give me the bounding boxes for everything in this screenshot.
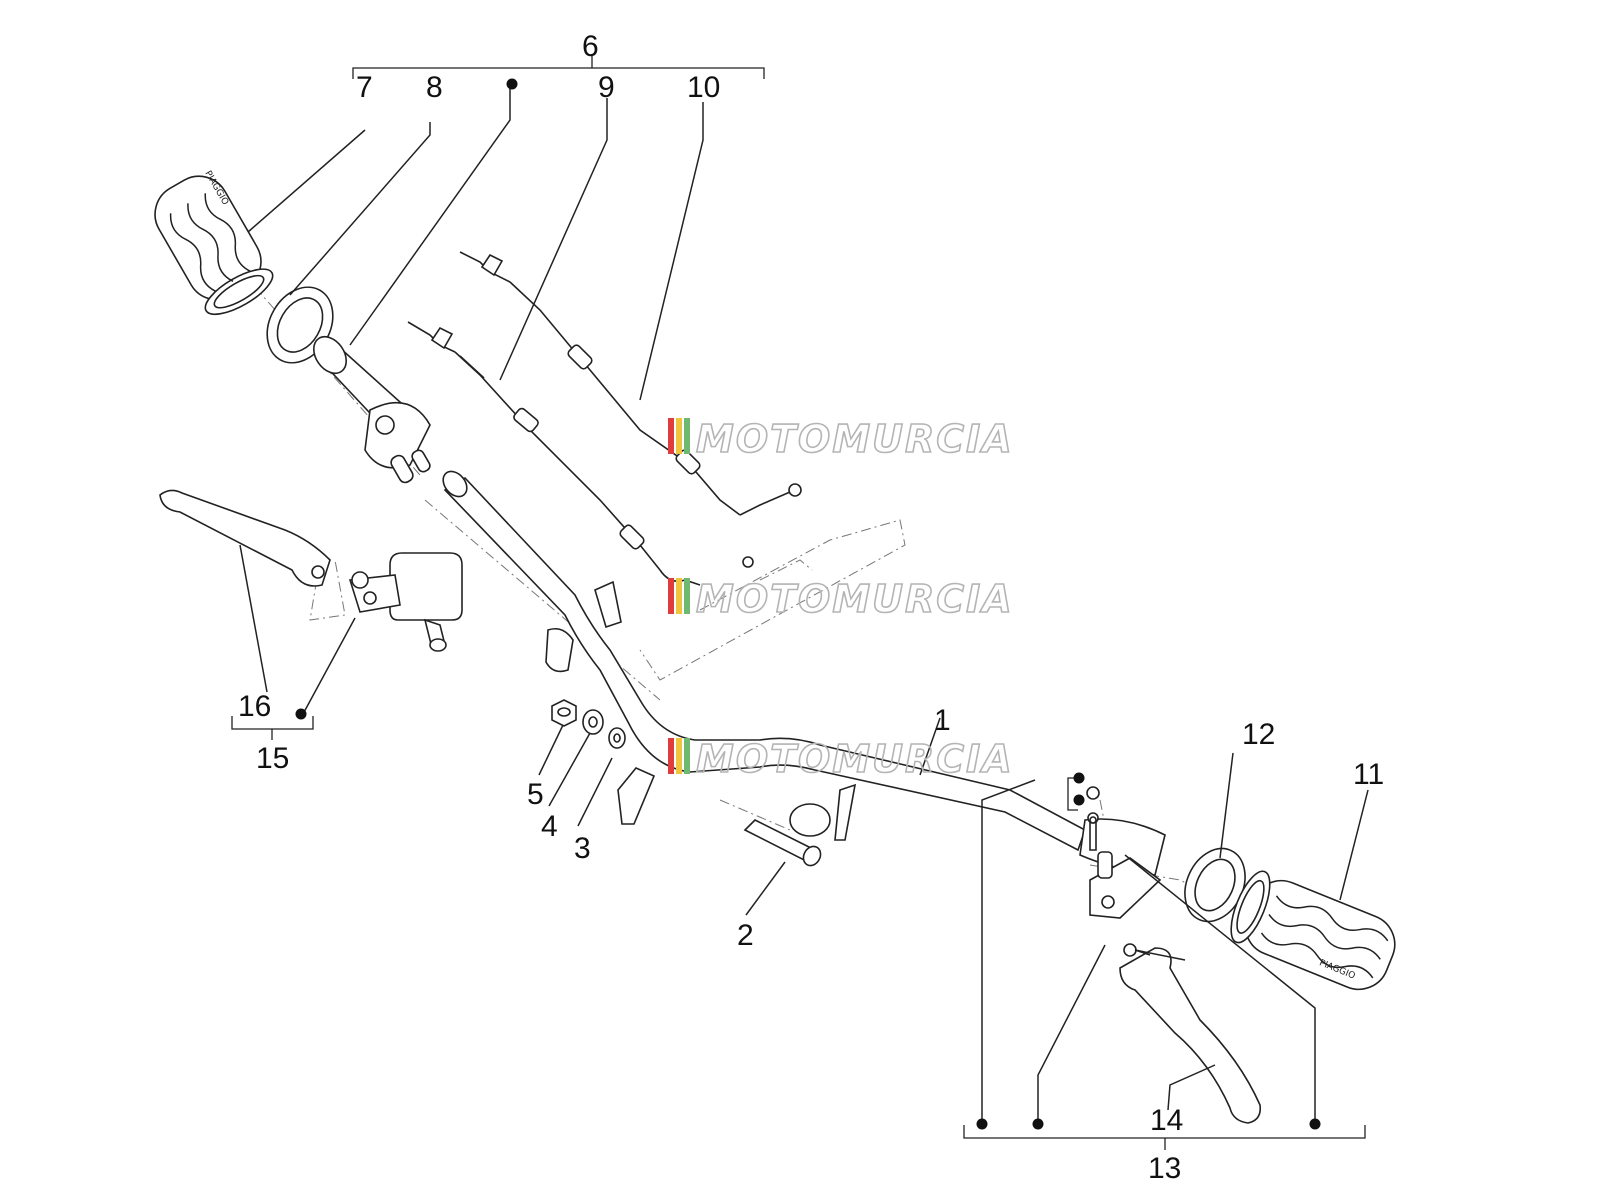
- callout-15: 15: [256, 742, 289, 775]
- callout-2: 2: [737, 919, 754, 952]
- callout-labels: 6 7 8 9 10 1 2 3 4 5 16 15 12 11 14 13: [238, 30, 1384, 1185]
- assembly-dot: [976, 1118, 988, 1130]
- callout-3: 3: [574, 832, 591, 865]
- nut-5: [551, 699, 577, 727]
- callout-leaders: [239, 88, 1369, 1125]
- callout-11: 11: [1353, 758, 1384, 791]
- callout-12: 12: [1242, 718, 1275, 751]
- left-brake-lever: [159, 489, 331, 587]
- callout-10: 10: [687, 71, 720, 104]
- watermark-text: MOTOMURCIA: [696, 417, 1014, 461]
- callout-4: 4: [541, 810, 558, 843]
- washer-4: [582, 709, 604, 735]
- assembly-dots: [295, 78, 1321, 1130]
- right-grip: PIAGGIO: [1230, 870, 1396, 991]
- callout-13: 13: [1148, 1152, 1181, 1185]
- assembly-dot: [1032, 1118, 1044, 1130]
- right-lever-bracket: [1086, 786, 1162, 957]
- callout-5: 5: [527, 778, 544, 811]
- callout-1: 1: [934, 704, 951, 737]
- throttle-cable-10: [459, 251, 802, 516]
- callout-7: 7: [356, 71, 373, 104]
- master-cylinder: [348, 552, 463, 652]
- throttle-cable-9: [407, 321, 754, 586]
- left-grip: PIAGGIO: [154, 169, 274, 316]
- watermark-flag-icon: [668, 578, 674, 614]
- assembly-dot: [1073, 794, 1085, 806]
- handlebar: [442, 470, 1166, 876]
- watermark-flag-icon: [668, 418, 674, 454]
- callout-8: 8: [426, 71, 443, 104]
- assembly-dot: [295, 708, 307, 720]
- callout-6: 6: [582, 30, 599, 63]
- watermark-text: MOTOMURCIA: [696, 577, 1014, 621]
- right-grip-ring: [1184, 847, 1246, 923]
- watermark-flag-icon: [668, 738, 674, 774]
- assembly-dot: [1073, 772, 1085, 784]
- throttle-twist-grip: [312, 335, 431, 484]
- handlebar-bolt: [743, 819, 822, 867]
- assembly-dot: [1309, 1118, 1321, 1130]
- watermark-text: MOTOMURCIA: [696, 737, 1014, 781]
- washer-3: [608, 727, 626, 749]
- watermark-2: MOTOMURCIA: [668, 576, 1014, 622]
- callout-16: 16: [238, 690, 271, 723]
- group-brackets: [231, 56, 1366, 1150]
- watermark-3: MOTOMURCIA: [668, 736, 1014, 782]
- callout-14: 14: [1150, 1104, 1183, 1137]
- right-brake-lever: [1119, 947, 1262, 1124]
- watermark-1: MOTOMURCIA: [668, 416, 1014, 462]
- callout-9: 9: [598, 71, 615, 104]
- assembly-dot: [506, 78, 518, 90]
